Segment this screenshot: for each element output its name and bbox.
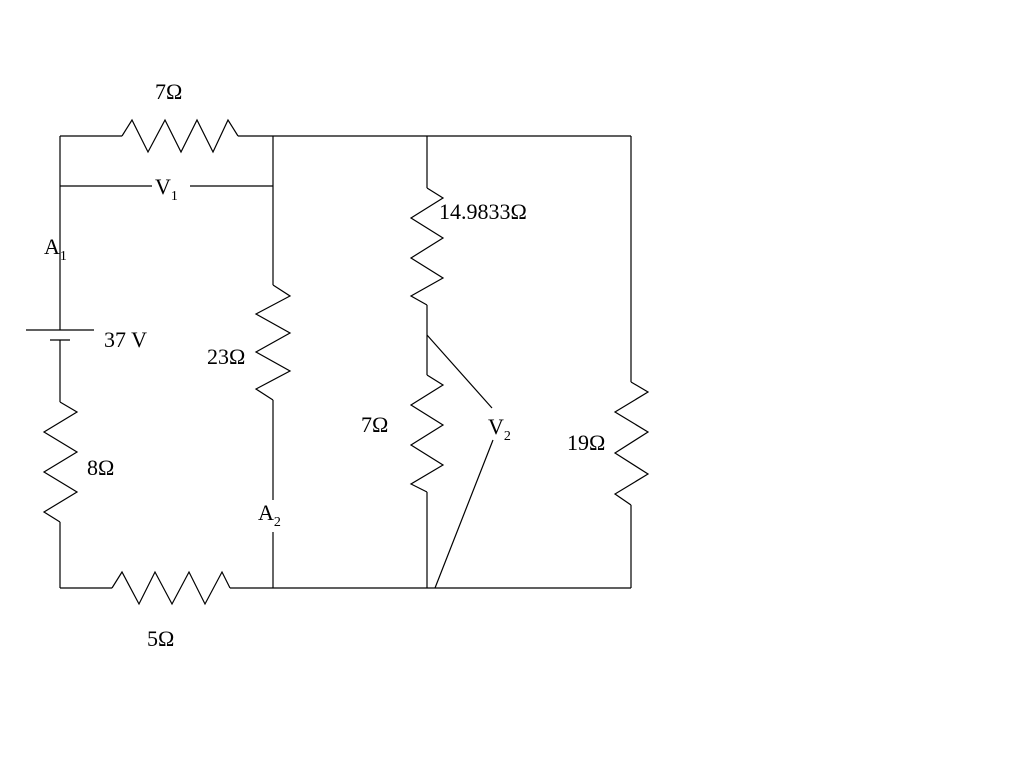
battery	[26, 329, 94, 341]
label-voltmeter-1: V1	[155, 174, 178, 204]
label-resistor-7-top: 7Ω	[155, 79, 182, 104]
wire-v2-upper	[426, 334, 493, 409]
voltmeter-1-letter: V	[155, 174, 171, 199]
label-resistor-7-middle: 7Ω	[361, 412, 388, 437]
ammeter-2-letter: A	[258, 500, 274, 525]
voltmeter-1-subscript: 1	[171, 189, 178, 204]
resistor-7-top	[121, 118, 239, 154]
resistor-14-9833	[409, 187, 445, 306]
label-ammeter-2: A2	[258, 500, 281, 530]
resistor-5	[111, 570, 231, 606]
label-resistor-23: 23Ω	[207, 344, 245, 369]
resistor-23	[254, 284, 292, 401]
label-resistor-19: 19Ω	[567, 430, 605, 455]
label-resistor-5: 5Ω	[147, 626, 174, 651]
resistor-19	[613, 381, 650, 506]
label-resistor-14-9833: 14.9833Ω	[439, 199, 527, 224]
ammeter-1-letter: A	[44, 234, 60, 259]
label-ammeter-1: A1	[44, 234, 67, 264]
wire-v2-lower	[434, 439, 494, 589]
ammeter-1-subscript: 1	[60, 249, 67, 264]
resistor-7-middle	[409, 374, 445, 493]
voltmeter-2-subscript: 2	[504, 429, 511, 444]
label-battery-voltage: 37 V	[104, 327, 147, 352]
label-resistor-8: 8Ω	[87, 455, 114, 480]
resistors	[42, 118, 650, 606]
resistor-8	[42, 401, 79, 523]
voltmeter-2-letter: V	[488, 414, 504, 439]
label-voltmeter-2: V2	[488, 414, 511, 444]
wires	[59, 135, 632, 589]
ammeter-2-subscript: 2	[274, 515, 281, 530]
